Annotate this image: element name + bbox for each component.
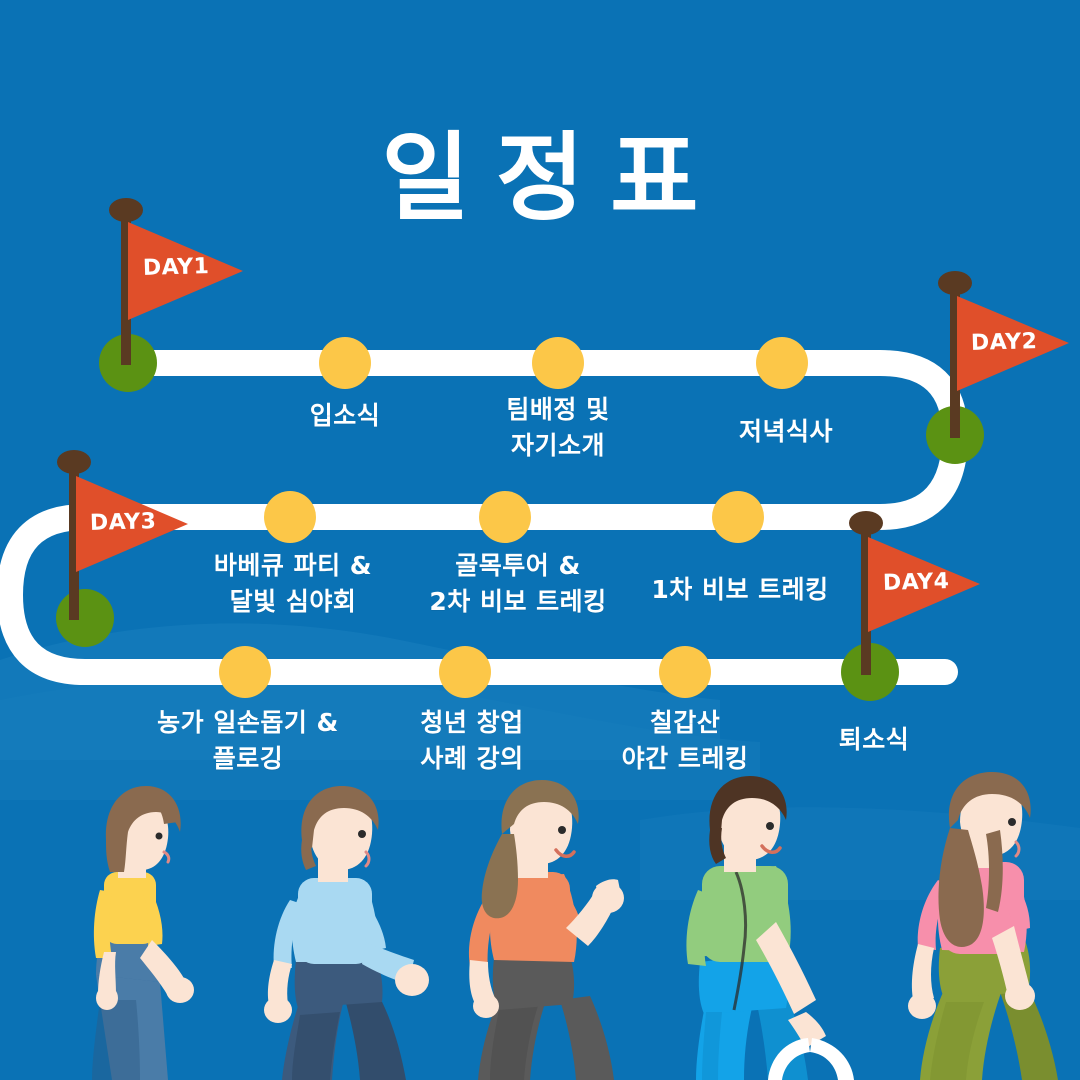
flag-pole	[121, 210, 131, 365]
flag-day4[interactable]	[849, 511, 980, 675]
stop-dot[interactable]	[532, 337, 584, 389]
flag-day1[interactable]	[109, 198, 243, 365]
stop-dot[interactable]	[264, 491, 316, 543]
person-running-blue-shirt	[264, 786, 429, 1080]
flag-pole	[69, 462, 79, 620]
flag-pole-knob-icon	[849, 511, 883, 535]
route-row-3	[56, 589, 899, 701]
person-walking-yellow-shirt	[92, 786, 194, 1080]
flag-pole-knob-icon	[57, 450, 91, 474]
flag-pole	[861, 523, 871, 675]
stop-dot[interactable]	[659, 646, 711, 698]
flag-pole-knob-icon	[109, 198, 143, 222]
flag-day2[interactable]	[938, 271, 1069, 438]
stop-dot[interactable]	[712, 491, 764, 543]
stop-dot[interactable]	[756, 337, 808, 389]
flag-banner-icon	[76, 476, 188, 572]
flag-banner-icon	[868, 537, 980, 632]
person-running-orange-shirt	[468, 780, 624, 1080]
flag-banner-icon	[128, 222, 243, 320]
person-walking-pink-shirt	[908, 772, 1058, 1080]
flag-day3[interactable]	[57, 450, 188, 620]
flag-banner-icon	[957, 296, 1069, 391]
stop-dot[interactable]	[219, 646, 271, 698]
stop-dot[interactable]	[439, 646, 491, 698]
route-row-2	[264, 406, 984, 543]
flag-pole	[950, 283, 960, 438]
person-pushing-green-shirt	[686, 776, 854, 1080]
stop-dot[interactable]	[479, 491, 531, 543]
flag-pole-knob-icon	[938, 271, 972, 295]
stop-dot[interactable]	[319, 337, 371, 389]
